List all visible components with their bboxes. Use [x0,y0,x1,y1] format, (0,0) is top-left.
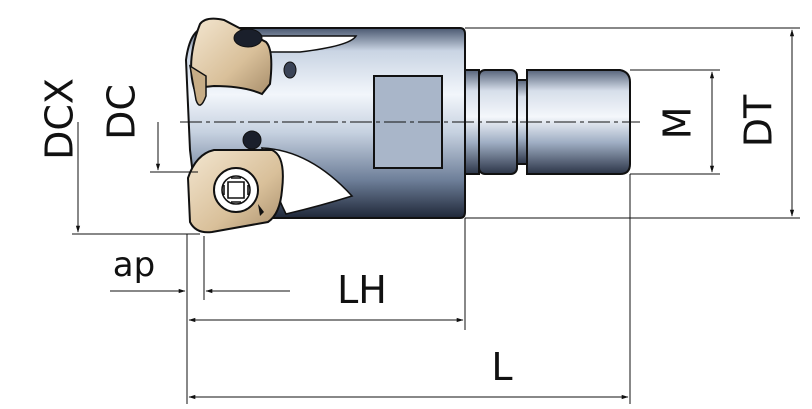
upper-clamp [233,28,263,48]
upper-insert [188,17,297,106]
dimension-lines [72,27,800,404]
label-m: M [656,107,700,140]
label-dc: DC [100,84,144,140]
label-dcx: DCX [38,78,82,160]
label-ap: ap [113,245,155,285]
label-l: L [491,345,512,389]
dimension-labels: DCX DC M DT ap LH L [38,78,781,389]
lower-clamp [242,130,262,150]
label-dt: DT [737,94,781,147]
shank-thread-end [526,69,631,175]
lower-insert [186,130,284,234]
label-lh: LH [337,268,387,312]
